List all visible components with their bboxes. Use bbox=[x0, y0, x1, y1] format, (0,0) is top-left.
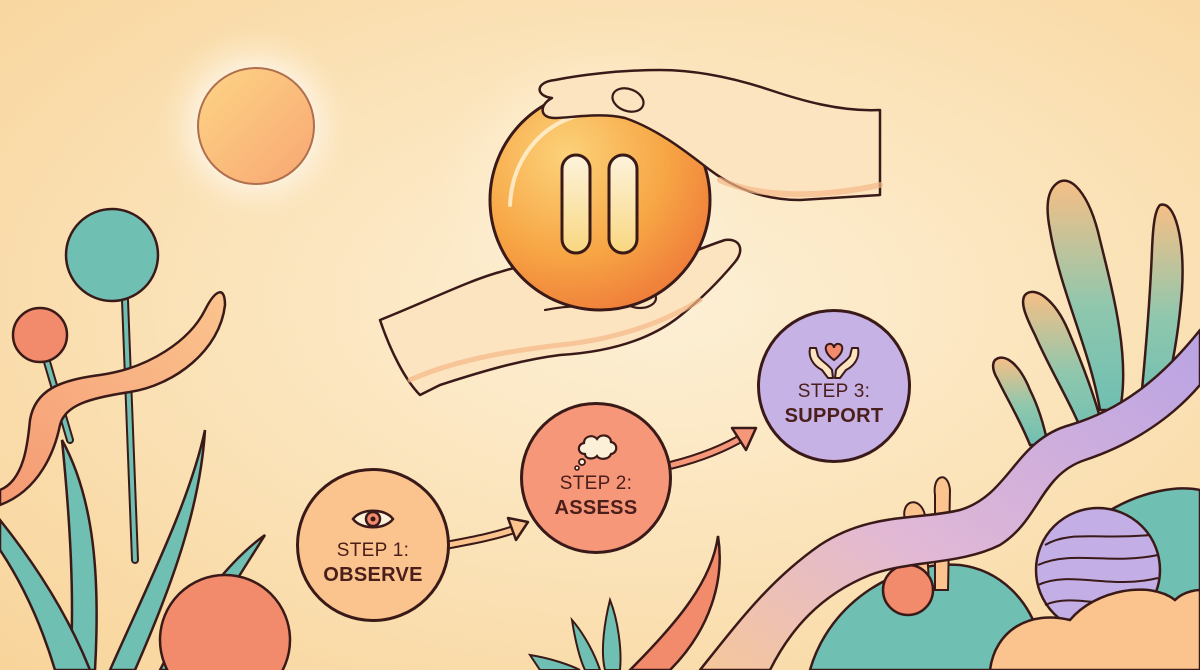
step-3-support: STEP 3: SUPPORT bbox=[757, 309, 911, 463]
step-number: STEP 3: bbox=[797, 380, 871, 402]
step-number: STEP 1: bbox=[336, 539, 410, 561]
step-name: SUPPORT bbox=[784, 404, 884, 427]
bottom-middle-plants bbox=[527, 535, 721, 670]
arrow-step1-to-step2 bbox=[443, 516, 530, 550]
sun bbox=[156, 26, 356, 226]
peach-cloud bbox=[988, 588, 1200, 670]
step-name: OBSERVE bbox=[323, 563, 423, 586]
hands-heart-icon bbox=[806, 342, 862, 379]
pause-orb bbox=[488, 88, 712, 312]
step-number: STEP 2: bbox=[559, 472, 633, 494]
step-1-observe: STEP 1: OBSERVE bbox=[296, 468, 450, 622]
left-plants bbox=[0, 207, 292, 670]
thought-cloud-icon bbox=[571, 433, 621, 471]
upper-hand bbox=[538, 68, 883, 202]
step-name: ASSESS bbox=[554, 496, 638, 519]
step-2-assess: STEP 2: ASSESS bbox=[520, 402, 672, 554]
arrow-step2-to-step3 bbox=[667, 426, 758, 470]
pause-icon bbox=[560, 153, 639, 255]
eye-icon bbox=[351, 504, 395, 534]
